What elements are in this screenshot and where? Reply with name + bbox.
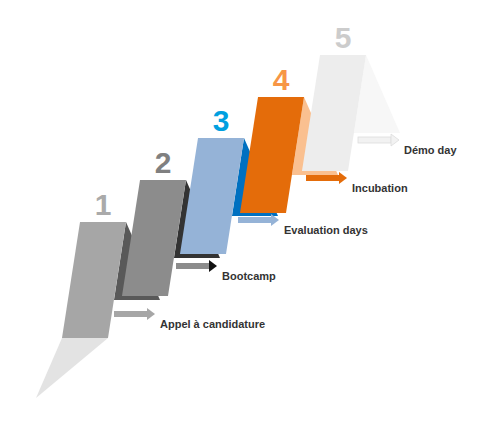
step-panel: 4 xyxy=(238,63,306,213)
step-face xyxy=(60,188,128,338)
stage-label: Démo day xyxy=(404,143,457,157)
stage-label: Evaluation days xyxy=(284,223,368,237)
step-number: 4 xyxy=(273,65,290,95)
step-face-shape xyxy=(180,138,244,254)
step-face xyxy=(300,21,368,171)
step-panel: 5 xyxy=(300,21,368,171)
step-face xyxy=(238,63,306,213)
step-number: 3 xyxy=(213,106,230,136)
stage-arrow xyxy=(306,172,347,184)
stage-arrow xyxy=(358,134,399,146)
step-number: 2 xyxy=(155,148,172,178)
step-face-shape xyxy=(122,180,186,296)
stage-label: Appel à candidature xyxy=(160,317,265,331)
step-face-shape xyxy=(302,55,366,171)
step-panel: 1 xyxy=(60,188,128,338)
step-number: 1 xyxy=(95,190,112,220)
stage-arrow xyxy=(176,260,217,272)
stage-label: Bootcamp xyxy=(222,269,276,283)
step-face-shape xyxy=(62,222,126,338)
step-panel: 3 xyxy=(178,104,246,254)
stage-arrow xyxy=(114,308,155,320)
step-number: 5 xyxy=(335,23,352,53)
step-face-shape xyxy=(240,97,304,213)
step-face xyxy=(178,104,246,254)
stage-label: Incubation xyxy=(352,181,408,195)
step-panel: 2 xyxy=(120,146,188,296)
step-face xyxy=(120,146,188,296)
stage-arrow xyxy=(238,214,279,226)
base-shadow xyxy=(36,338,108,398)
